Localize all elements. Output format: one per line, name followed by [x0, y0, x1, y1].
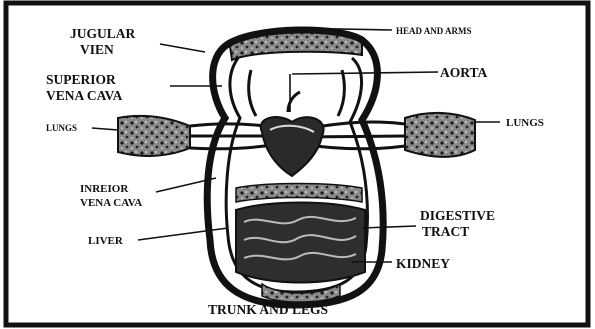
leader-liver: [138, 228, 228, 240]
label-inferior-vena-cava-1: INREIOR: [80, 183, 129, 195]
leader-jugular-vein: [160, 44, 205, 52]
leader-digestive-tract: [362, 226, 416, 228]
leader-lungs-left: [92, 128, 118, 130]
label-kidney: KIDNEY: [396, 256, 450, 271]
label-jugular-vein-2: VIEN: [80, 42, 114, 57]
label-liver: LIVER: [88, 235, 124, 247]
label-aorta: AORTA: [440, 65, 488, 80]
digestive-capillary-bed: [236, 184, 362, 203]
abdominal-organs: [236, 203, 365, 283]
label-digestive-tract-1: DIGESTIVE: [420, 208, 495, 223]
label-head-and-arms: HEAD AND ARMS: [396, 26, 472, 36]
label-trunk-and-legs: TRUNK AND LEGS: [208, 302, 328, 317]
label-lungs-right: LUNGS: [506, 117, 544, 129]
lungs-right-capillary-bed: [405, 113, 475, 157]
lungs-left-capillary-bed: [118, 116, 190, 156]
label-jugular-vein-1: JUGULAR: [70, 26, 136, 41]
trunk-legs-capillary-bed: [262, 284, 340, 302]
label-superior-vena-cava-1: SUPERIOR: [46, 72, 116, 87]
label-inferior-vena-cava-2: VENA CAVA: [80, 197, 142, 209]
label-superior-vena-cava-2: VENA CAVA: [46, 88, 123, 103]
label-digestive-tract-2: TRACT: [422, 224, 469, 239]
leader-aorta: [292, 72, 438, 74]
label-lungs-left: LUNGS: [46, 123, 77, 133]
